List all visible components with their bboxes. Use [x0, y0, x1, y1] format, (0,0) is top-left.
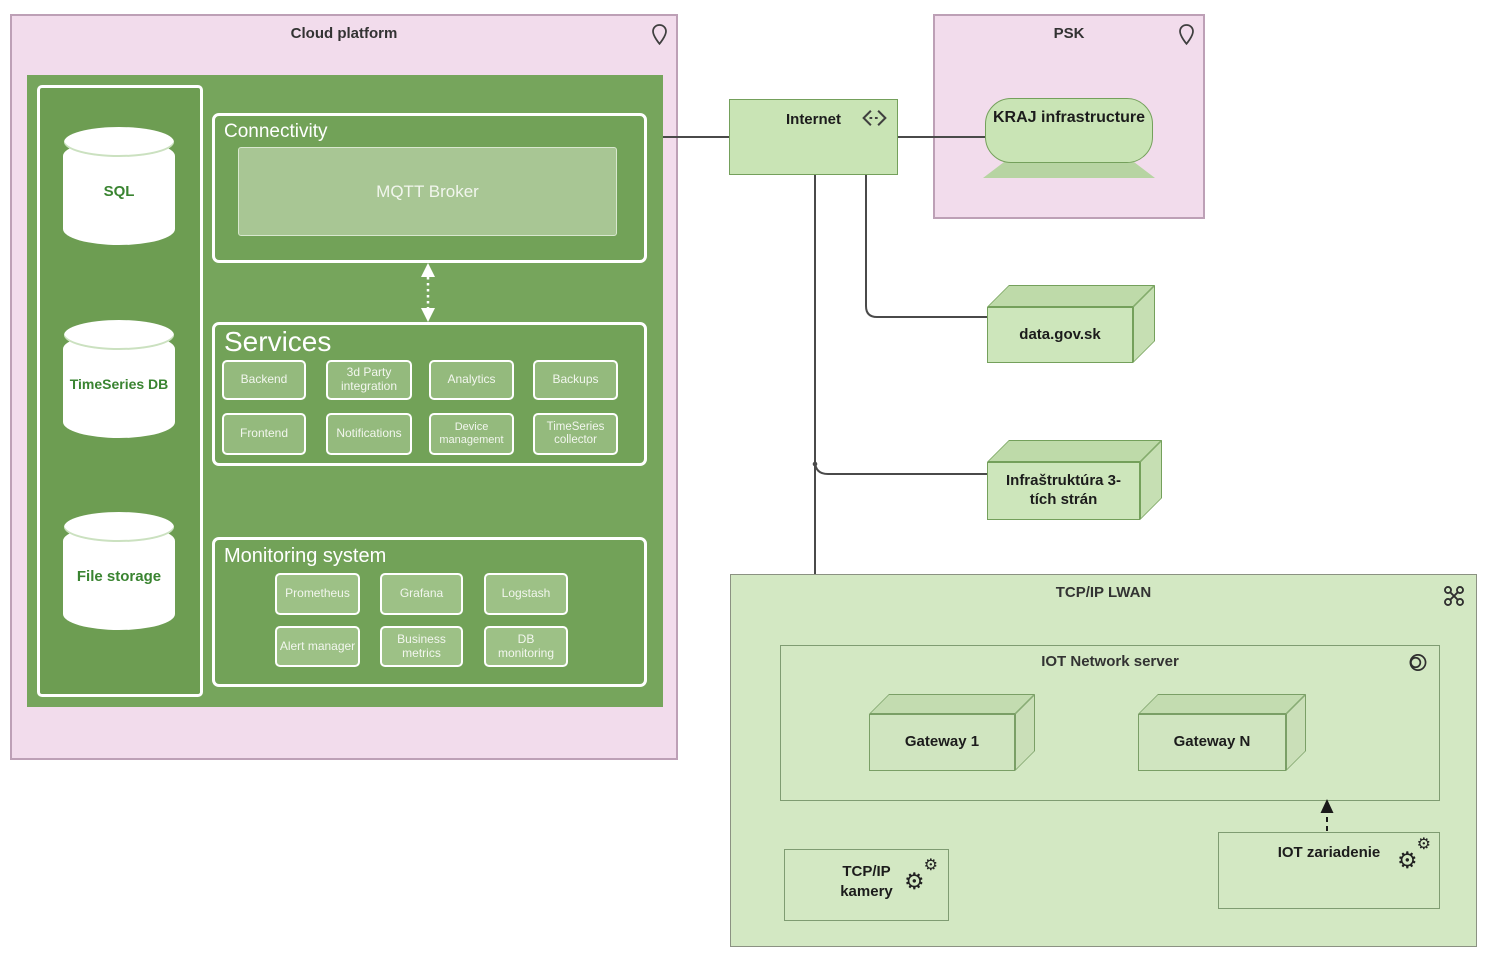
- datagov-label: data.gov.sk: [1019, 325, 1101, 343]
- lwan-title: TCP/IP LWAN: [1055, 584, 1152, 601]
- cylinder-rim: [64, 127, 174, 157]
- kraj-infrastructure-node: KRAJ infrastructure: [985, 98, 1153, 163]
- connectivity-panel: Connectivity MQTT Broker: [212, 113, 647, 263]
- connectivity-title: Connectivity: [224, 121, 328, 142]
- internet-node: Internet: [729, 99, 898, 175]
- monitoring-prometheus: Prometheus: [275, 573, 360, 615]
- monitoring-label: Prometheus: [285, 586, 350, 601]
- storage-filestorage-label: File storage: [76, 568, 162, 585]
- service-label: TimeSeries collector: [546, 420, 605, 446]
- service-label: 3d Party integration: [340, 365, 398, 393]
- node-top-face: [1138, 694, 1306, 714]
- communication-path-icon: [860, 107, 889, 129]
- storage-sql-cylinder: SQL: [63, 127, 175, 245]
- gears-icon: ⚙ ⚙: [1397, 837, 1431, 881]
- gateway-1-label: Gateway 1: [904, 733, 980, 751]
- tcpip-kamery-box: TCP/IP kamery ⚙ ⚙: [784, 849, 949, 921]
- iot-zariadenie-label: IOT zariadenie: [1277, 844, 1381, 861]
- cylinder-rim: [64, 320, 174, 350]
- monitoring-logstash: Logstash: [484, 573, 568, 615]
- iot-network-server-title: IOT Network server: [1041, 653, 1179, 670]
- monitoring-grafana: Grafana: [380, 573, 463, 615]
- monitoring-title: Monitoring system: [224, 545, 387, 567]
- mqtt-broker-node: MQTT Broker: [238, 147, 617, 236]
- monitoring-label: Alert manager: [279, 638, 356, 653]
- gears-icon: ⚙ ⚙: [904, 858, 938, 902]
- monitoring-label: Business metrics: [397, 631, 446, 660]
- mqtt-broker-label: MQTT Broker: [376, 181, 479, 201]
- monitoring-business-metrics: Business metrics: [380, 626, 463, 667]
- service-device-management: Device management: [429, 413, 514, 455]
- gateway-n-label: Gateway N: [1173, 733, 1251, 751]
- gear-large: ⚙: [904, 868, 925, 894]
- storage-filestorage-cylinder: File storage: [63, 512, 175, 630]
- gateway-1-node: Gateway 1: [869, 694, 1035, 771]
- monitoring-db-monitoring: DB monitoring: [484, 626, 568, 667]
- node-circles-icon: [1405, 653, 1430, 672]
- service-backups: Backups: [533, 360, 618, 400]
- datagov-node: data.gov.sk: [987, 285, 1155, 363]
- service-label: Frontend: [239, 426, 289, 441]
- service-backend: Backend: [222, 360, 306, 400]
- cloud-platform-title: Cloud platform: [290, 25, 398, 42]
- service-label: Notifications: [336, 426, 402, 441]
- services-title: Services: [224, 326, 332, 357]
- monitoring-label: Logstash: [501, 586, 551, 601]
- kraj-infrastructure-label: KRAJ infrastructure: [992, 109, 1146, 126]
- monitoring-alert-manager: Alert manager: [275, 626, 360, 667]
- service-3dparty: 3d Party integration: [326, 360, 412, 400]
- node-front-face: Infraštruktúra 3- tích strán: [987, 462, 1140, 520]
- storage-timeseries-cylinder: TimeSeries DB: [63, 320, 175, 438]
- gear-small: ⚙: [1416, 836, 1431, 853]
- kraj-pedestal: [983, 161, 1155, 178]
- internet-label: Internet: [785, 111, 841, 128]
- infrastruktura-node: Infraštruktúra 3- tích strán: [987, 440, 1162, 520]
- service-frontend: Frontend: [222, 413, 306, 455]
- service-timeseries-collector: TimeSeries collector: [533, 413, 618, 455]
- gateway-n-node: Gateway N: [1138, 694, 1306, 771]
- iot-zariadenie-box: IOT zariadenie ⚙ ⚙: [1218, 832, 1440, 909]
- node-front-face: Gateway N: [1138, 714, 1286, 771]
- location-pin-icon: [1176, 22, 1197, 49]
- monitoring-label: Grafana: [399, 586, 444, 601]
- node-top-face: [869, 694, 1035, 714]
- tcpip-kamery-label: TCP/IP kamery: [840, 863, 893, 901]
- storage-sql-label: SQL: [103, 183, 135, 200]
- service-analytics: Analytics: [429, 360, 514, 400]
- node-top-face: [987, 440, 1162, 462]
- infrastruktura-label: Infraštruktúra 3- tích strán: [1005, 472, 1122, 508]
- service-label: Backend: [240, 372, 288, 387]
- location-pin-icon: [649, 22, 670, 49]
- node-front-face: data.gov.sk: [987, 307, 1133, 363]
- monitoring-label: DB monitoring: [497, 631, 555, 660]
- cylinder-rim: [64, 512, 174, 542]
- storage-timeseries-label: TimeSeries DB: [69, 376, 169, 392]
- gear-large: ⚙: [1397, 847, 1418, 873]
- service-label: Backups: [552, 372, 599, 387]
- cylinder-shape: [63, 140, 175, 245]
- service-notifications: Notifications: [326, 413, 412, 455]
- gear-small: ⚙: [923, 857, 938, 874]
- service-label: Device management: [439, 421, 504, 446]
- iot-network-server-box: IOT Network server: [780, 645, 1440, 801]
- cylinder-shape: [63, 525, 175, 630]
- cylinder-shape: [63, 333, 175, 438]
- services-panel: Services Backend 3d Party integration An…: [212, 322, 647, 466]
- monitoring-panel: Monitoring system Prometheus Grafana Log…: [212, 537, 647, 687]
- node-front-face: Gateway 1: [869, 714, 1015, 771]
- service-label: Analytics: [447, 372, 496, 387]
- network-icon: [1442, 584, 1466, 608]
- node-top-face: [987, 285, 1155, 307]
- psk-title: PSK: [1053, 25, 1085, 42]
- lwan-container: TCP/IP LWAN IOT Network server Gateway 1…: [730, 574, 1477, 947]
